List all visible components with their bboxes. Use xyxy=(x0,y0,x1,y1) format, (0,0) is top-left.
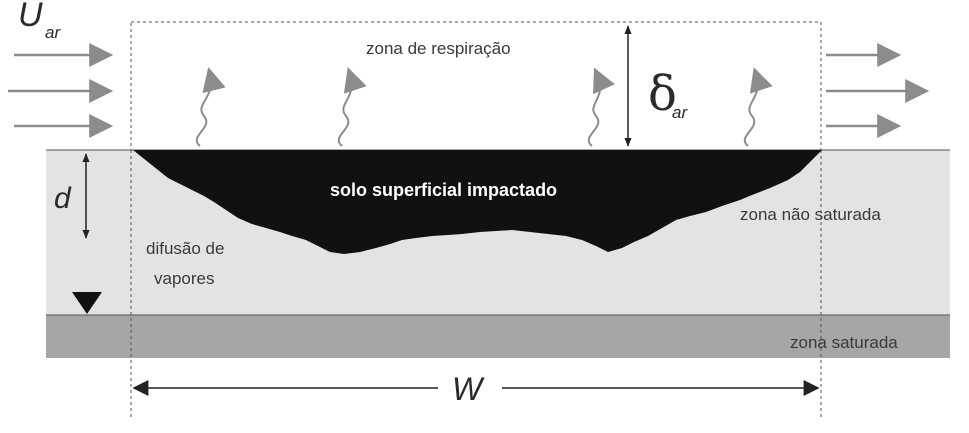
u-air-symbol: U xyxy=(18,0,43,34)
width-label-gap xyxy=(438,376,502,400)
delta-air-subscript: ar xyxy=(672,103,688,122)
vapor-arrow-2 xyxy=(337,67,367,147)
vapor-arrow-1 xyxy=(195,67,226,147)
saturated-zone-layer xyxy=(46,315,950,358)
breathing-zone-label: zona de respiração xyxy=(366,39,511,58)
depth-symbol: d xyxy=(54,182,72,215)
vapor-diffusion-label-line1: difusão de xyxy=(146,239,224,258)
u-air-subscript: ar xyxy=(45,23,61,42)
outgoing-air-arrows xyxy=(826,43,930,138)
vapor-diffusion-label-line2: vapores xyxy=(154,269,214,288)
saturated-zone-label: zona saturada xyxy=(790,333,898,352)
width-symbol: W xyxy=(452,371,485,407)
breathing-zone-box xyxy=(130,21,822,151)
water-table-marker-icon xyxy=(72,292,102,314)
vapor-emission-arrows xyxy=(195,67,773,147)
incoming-air-arrows xyxy=(8,43,114,138)
vapor-arrow-3 xyxy=(587,67,615,147)
impacted-soil-label: solo superficial impactado xyxy=(330,180,557,200)
impacted-soil-shape xyxy=(133,150,822,254)
unsaturated-zone-label: zona não saturada xyxy=(740,205,881,224)
vapor-arrow-4 xyxy=(743,67,773,147)
delta-air-symbol: δ xyxy=(648,66,677,122)
